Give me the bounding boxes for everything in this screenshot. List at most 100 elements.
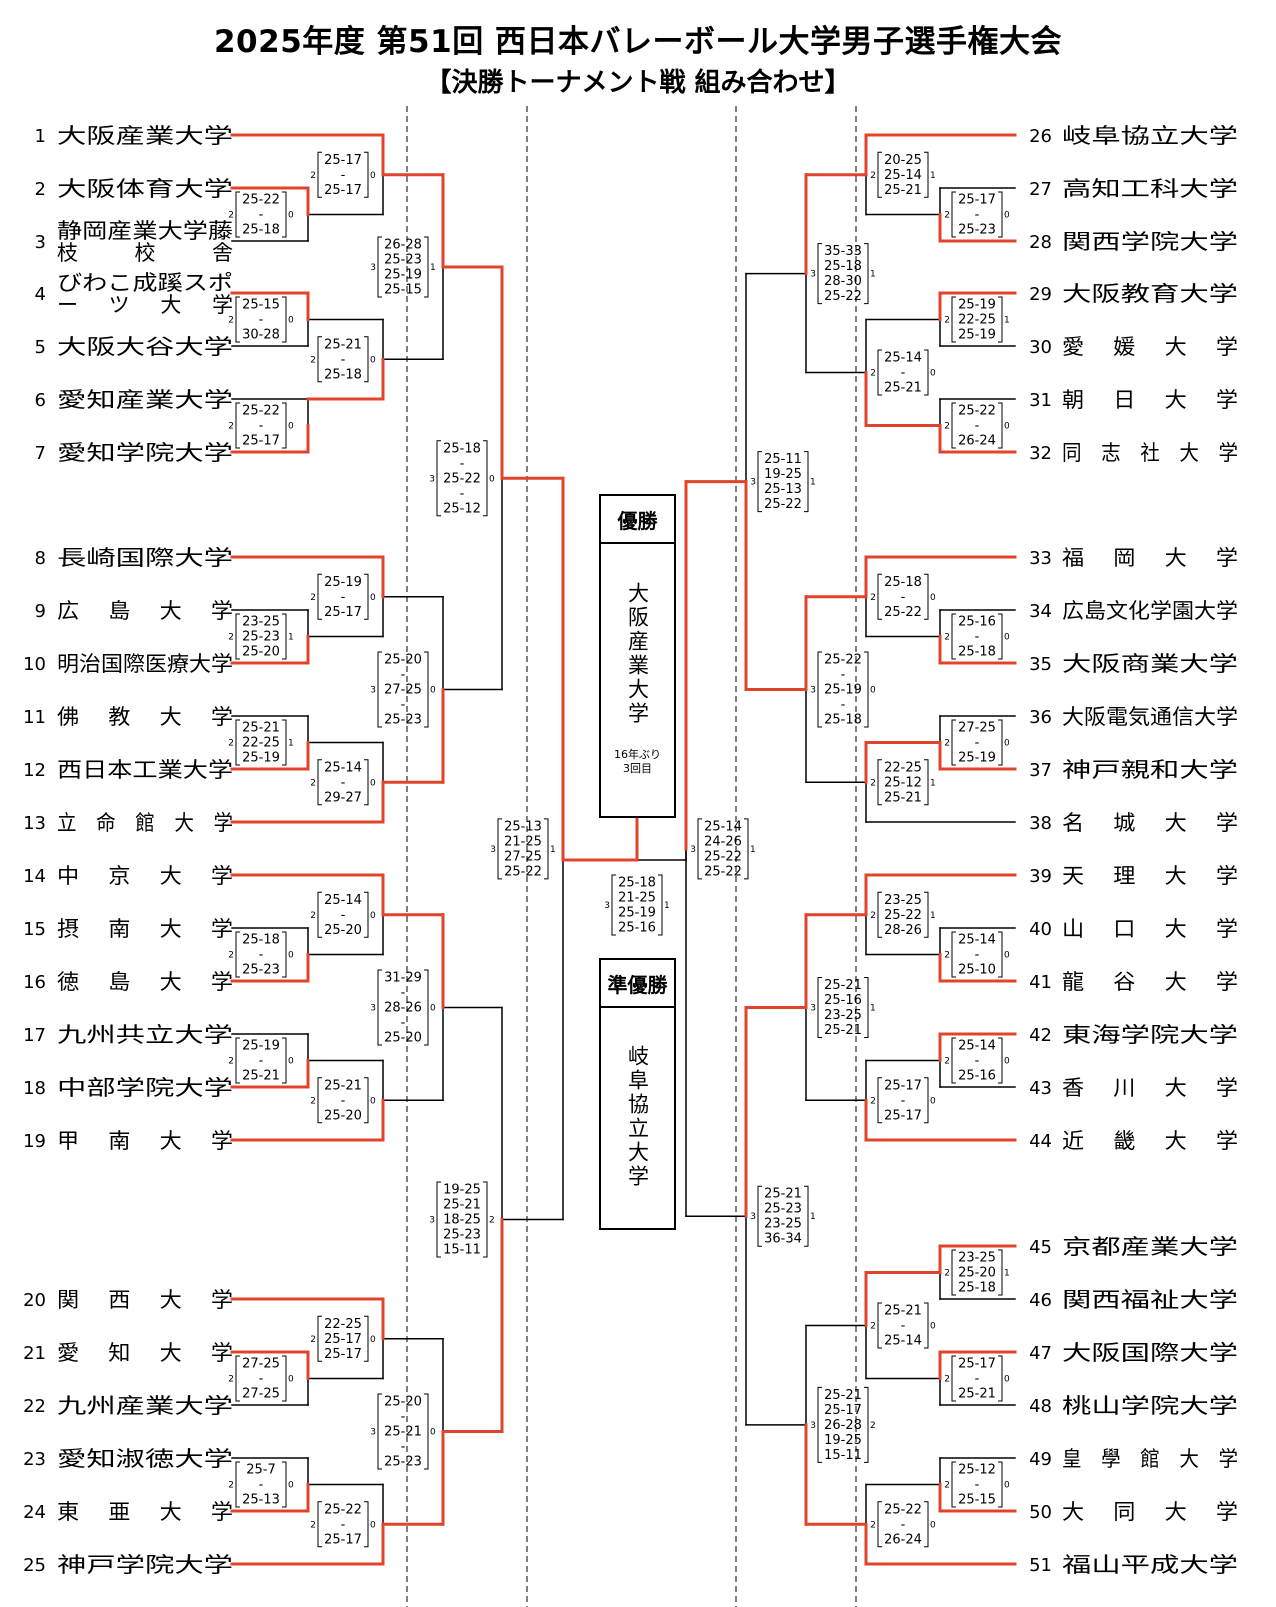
score-bracket-left [877, 759, 882, 806]
set-score: 25-14 [704, 819, 742, 834]
set-score: 26-28 [824, 1418, 862, 1433]
set-score: 25-23 [958, 223, 996, 238]
set-score: 25-19 [958, 751, 996, 766]
team-name: 立 命 館 大 学 [57, 811, 233, 835]
score-bracket-left [817, 977, 822, 1038]
sets-lost: 0 [370, 1520, 376, 1530]
team-number: 10 [23, 654, 46, 675]
score-bracket-left [951, 1249, 956, 1296]
sets-lost: 1 [664, 901, 670, 911]
set-score: 25-19 [242, 1039, 280, 1054]
team-name: 佛 教 大 学 [57, 705, 233, 729]
set-score: 25-22 [324, 1502, 362, 1517]
sets-lost: 1 [930, 911, 936, 921]
team-number: 34 [1029, 601, 1052, 622]
team-number: 30 [1029, 337, 1052, 358]
score-bracket-right [998, 931, 1003, 978]
set-score: 35-33 [824, 244, 862, 259]
set-score: 25-18 [443, 441, 481, 456]
sets-won: 3 [750, 478, 756, 488]
sets-lost: 0 [1004, 739, 1010, 749]
set-score: 25-11 [764, 452, 802, 467]
set-score: 25-22 [824, 289, 862, 304]
set-score: 22-25 [242, 736, 280, 751]
champion-name: 大阪産業大学 [625, 582, 650, 726]
set-score: 25-19 [824, 683, 862, 698]
set-score: 25-22 [504, 864, 542, 879]
set-score: 25-17 [324, 183, 362, 198]
score-bracket-right [282, 613, 287, 660]
team-number: 46 [1029, 1290, 1052, 1311]
score-bracket-left [817, 1386, 822, 1463]
set-score: 23-25 [824, 1008, 862, 1023]
sets-lost: 1 [930, 778, 936, 788]
team-name: 岐阜協立大学 [1062, 124, 1238, 148]
score-bracket-left [951, 931, 956, 978]
score-bracket-right [998, 1461, 1003, 1508]
set-score: 25-23 [242, 963, 280, 978]
sets-won: 2 [944, 316, 950, 326]
team-number: 14 [23, 866, 46, 887]
sets-lost: 0 [489, 474, 495, 484]
sets-lost: 0 [1004, 1481, 1010, 1491]
score-bracket-left [611, 874, 616, 936]
score-bracket-left [697, 818, 702, 880]
set-score: 25-22 [242, 404, 280, 419]
set-score: 27-25 [504, 849, 542, 864]
set-score: 26-24 [958, 434, 996, 449]
team-name: 天 理 大 学 [1062, 864, 1238, 888]
set-score: 25-17 [824, 1403, 862, 1418]
score-bracket-right [282, 931, 287, 978]
score-bracket-left [877, 1501, 882, 1548]
sets-lost: 0 [370, 171, 376, 181]
sets-won: 2 [944, 422, 950, 432]
set-score: - [401, 1016, 406, 1031]
team-name: 龍 谷 大 学 [1062, 970, 1238, 994]
set-score: 25-14 [958, 933, 996, 948]
set-score: 25-20 [384, 1395, 422, 1410]
team-number: 4 [35, 284, 46, 305]
set-score: 27-25 [384, 683, 422, 698]
set-score: 25-12 [443, 501, 481, 516]
team-name: 同 志 社 大 学 [1062, 441, 1238, 465]
set-score: 25-15 [384, 283, 422, 298]
team-number: 19 [23, 1131, 46, 1152]
set-score: 22-25 [884, 760, 922, 775]
team-name: 愛知淑徳大学 [57, 1447, 233, 1471]
sets-lost: 0 [288, 951, 294, 961]
set-score: 25-17 [884, 1108, 922, 1123]
set-score: - [259, 948, 264, 963]
sets-lost: 1 [810, 478, 816, 488]
sets-lost: 1 [1004, 1269, 1010, 1279]
sets-lost: 0 [1004, 211, 1010, 221]
sets-won: 2 [870, 369, 876, 379]
set-score: - [975, 208, 980, 223]
score-bracket-right [998, 191, 1003, 238]
team-name: 神戸学院大学 [57, 1553, 233, 1577]
team-name: びわこ成蹊スポ [57, 271, 233, 295]
set-score: 23-25 [764, 1217, 802, 1232]
score-bracket-left [317, 1501, 322, 1548]
score-bracket-left [951, 1355, 956, 1402]
score-bracket-left [317, 759, 322, 806]
set-score: 25-20 [384, 1031, 422, 1046]
team-name: 徳 島 大 学 [57, 970, 233, 994]
team-number: 21 [23, 1343, 46, 1364]
set-score: - [901, 590, 906, 605]
team-name: 愛知学院大学 [57, 441, 233, 465]
team-name: 大阪電気通信大学 [1062, 705, 1238, 729]
set-score: - [341, 1093, 346, 1108]
team-number: 39 [1029, 866, 1052, 887]
page-title: 2025年度 第51回 西日本バレーボール大学男子選手権大会 [213, 24, 1062, 60]
